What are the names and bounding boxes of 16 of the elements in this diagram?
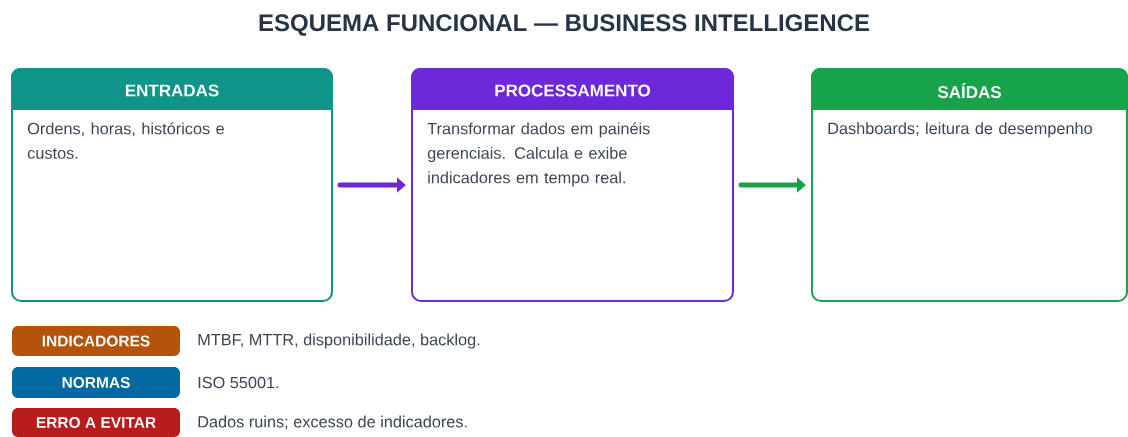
card-text: Dashboards; leitura de desempenho	[828, 122, 1092, 138]
badge: NORMAS	[12, 367, 180, 398]
description: MTBF, MTTR, disponibilidade, backlog.	[198, 333, 480, 349]
badge: ERRO A EVITAR	[12, 408, 180, 437]
description: ISO 55001.	[198, 376, 279, 389]
description: Dados ruins; excesso de indicadores.	[198, 415, 467, 430]
card-text: Ordens, horas, históricos e custos.	[27, 122, 224, 159]
title: ESQUEMA FUNCIONAL — BUSINESS INTELLIGENCE	[259, 14, 870, 36]
card	[411, 68, 734, 302]
card	[811, 68, 1128, 302]
card-heading: PROCESSAMENTO	[495, 84, 651, 97]
card-heading: ENTRADAS	[125, 84, 219, 97]
card-heading: SAÍDAS	[937, 82, 1001, 99]
card	[11, 68, 333, 302]
card-text: Transformar dados em painéis gerenciais. Calcula e exibe indicadores em tempo real.	[427, 122, 650, 187]
badge: INDICADORES	[12, 326, 180, 356]
